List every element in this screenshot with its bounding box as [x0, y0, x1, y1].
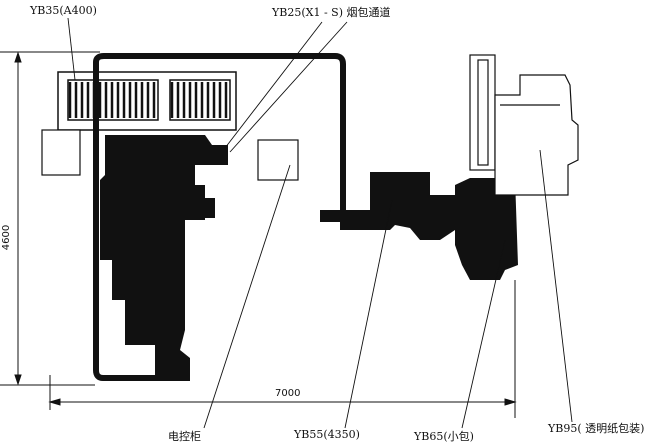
electric-cabinet [257, 139, 299, 181]
label-yb95: YB95( 透明纸包装) [548, 422, 645, 435]
label-electric-cabinet: 电控柜 [168, 430, 201, 443]
label-yb35: YB35(A400) [30, 4, 97, 17]
yb95-machine [469, 54, 579, 196]
left-machine [100, 135, 228, 380]
width-dimension-label: 7000 [275, 388, 301, 399]
yb55-machine [320, 172, 455, 240]
height-dimension-label: 4600 [1, 224, 13, 251]
label-yb55: YB55(4350) [294, 428, 360, 441]
label-yb65: YB65(小包) [414, 430, 474, 443]
label-yb25: YB25(X1 - S) 烟包通道 [272, 6, 391, 19]
left-box [41, 129, 81, 176]
yb25-channel [93, 53, 346, 381]
yb65-machine [455, 178, 518, 280]
